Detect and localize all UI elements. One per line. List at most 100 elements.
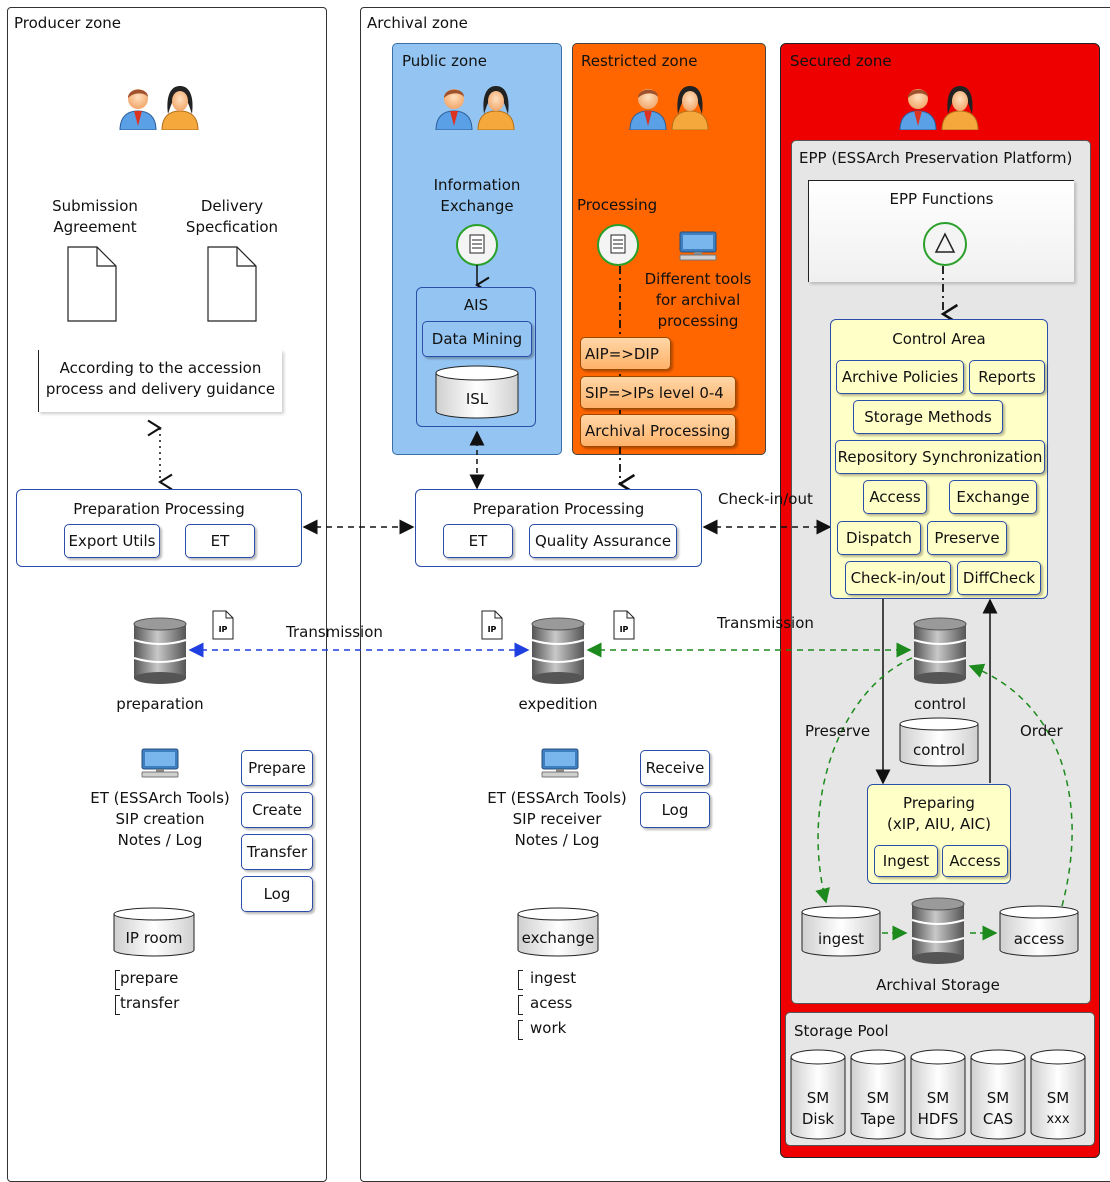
restricted-zone-label: Restricted zone <box>581 52 698 70</box>
preparation-database-icon <box>133 617 187 685</box>
access-button[interactable]: Access <box>942 845 1008 877</box>
room-item-ingest: ingest <box>530 969 577 987</box>
processing-icon <box>597 224 639 266</box>
ais-label: AIS <box>463 296 489 314</box>
room-item-prepare: prepare <box>120 969 179 987</box>
diffcheck-button[interactable]: DiffCheck <box>957 561 1041 595</box>
person-male-icon <box>119 88 157 130</box>
person-female-icon <box>161 85 199 130</box>
svg-text:IP: IP <box>488 625 497 634</box>
prepare-button[interactable]: Prepare <box>241 750 313 786</box>
ip-room-label: IP room <box>125 929 183 947</box>
room-item-transfer: transfer <box>120 994 180 1012</box>
repository-synchronization-button[interactable]: Repository Synchronization <box>835 440 1045 474</box>
room-item-acess: acess <box>530 994 573 1012</box>
check-in-out-button[interactable]: Check-in/out <box>845 561 951 595</box>
transfer-button[interactable]: Transfer <box>241 834 313 870</box>
check-in-out-label: Check-in/out <box>718 490 813 508</box>
preserve-button[interactable]: Preserve <box>927 521 1007 555</box>
preparation-db-label: preparation <box>116 695 204 713</box>
public-zone-label: Public zone <box>402 52 487 70</box>
control-db-label: control <box>914 695 966 713</box>
archival-zone-label: Archival zone <box>367 14 468 32</box>
archival-prep-title: Preparation Processing <box>472 500 645 518</box>
bracket <box>115 970 120 990</box>
person-male-icon <box>629 88 667 130</box>
control-cylinder: control <box>898 716 980 768</box>
person-female-icon <box>477 85 515 130</box>
preparing-label: Preparing(xIP, AIU, AIC) <box>887 794 991 833</box>
preparing-box: Preparing(xIP, AIU, AIC) Ingest Access <box>867 784 1011 884</box>
storage-methods-button[interactable]: Storage Methods <box>853 400 1003 434</box>
dispatch-button[interactable]: Dispatch <box>837 521 921 555</box>
receive-button[interactable]: Receive <box>640 750 710 786</box>
archival-processing-item[interactable]: Archival Processing <box>580 414 736 447</box>
control-cylinder-label: control <box>913 741 965 759</box>
access-cylinder: access <box>998 904 1080 958</box>
room-item-work: work <box>530 1019 567 1037</box>
svg-text:IP: IP <box>219 625 228 634</box>
archival-storage-database-icon <box>911 897 965 965</box>
epp-title: EPP (ESSArch Preservation Platform) <box>799 149 1073 167</box>
epp-functions-label: EPP Functions <box>889 190 994 208</box>
access-button[interactable]: Access <box>863 480 927 514</box>
aip-dip-item[interactable]: AIP=>DIP <box>580 337 671 370</box>
archive-policies-button[interactable]: Archive Policies <box>836 360 964 394</box>
exchange-button[interactable]: Exchange <box>949 480 1037 514</box>
control-database-icon <box>913 617 967 685</box>
access-db-label: access <box>1013 930 1065 948</box>
storage-pool-label: Storage Pool <box>794 1022 889 1040</box>
et-button[interactable]: ET <box>185 524 255 558</box>
bracket <box>518 970 523 990</box>
control-area: Control Area Archive Policies Reports St… <box>830 319 1048 599</box>
transmission-left-label: Transmission <box>286 623 383 641</box>
preserve-flow-label: Preserve <box>805 722 871 740</box>
et-button[interactable]: ET <box>443 524 513 558</box>
bracket <box>518 995 523 1015</box>
data-mining-button[interactable]: Data Mining <box>422 321 532 357</box>
log-button[interactable]: Log <box>241 876 313 912</box>
create-button[interactable]: Create <box>241 792 313 828</box>
export-utils-button[interactable]: Export Utils <box>64 524 160 558</box>
archival-storage-label: Archival Storage <box>876 976 1000 994</box>
person-female-icon <box>671 85 709 130</box>
order-flow-label: Order <box>1020 722 1063 740</box>
quality-assurance-button[interactable]: Quality Assurance <box>529 524 677 558</box>
computer-icon <box>141 748 179 778</box>
reports-button[interactable]: Reports <box>969 360 1045 394</box>
ingest-button[interactable]: Ingest <box>874 845 938 877</box>
person-female-icon <box>941 85 979 130</box>
ingest-db-label: ingest <box>817 930 865 948</box>
log-button[interactable]: Log <box>640 792 710 828</box>
archival-preparation-processing: Preparation Processing ET Quality Assura… <box>415 489 702 567</box>
ingest-cylinder: ingest <box>800 904 882 958</box>
ip-room-cylinder: IP room <box>112 906 196 958</box>
exchange-label: exchange <box>521 929 595 947</box>
sip-ips-item[interactable]: SIP=>IPs level 0-4 <box>580 376 736 409</box>
ip-document-icon: IP <box>481 610 503 640</box>
info-exchange-icon <box>456 224 498 266</box>
ip-document-icon: IP <box>212 610 234 640</box>
producer-zone-label: Producer zone <box>14 14 122 32</box>
person-male-icon <box>899 88 937 130</box>
ip-document-icon: IP <box>613 610 635 640</box>
transmission-right-label: Transmission <box>717 614 814 632</box>
submission-agreement-document-icon <box>67 246 117 322</box>
producer-prep-title: Preparation Processing <box>73 500 245 518</box>
control-area-label: Control Area <box>892 330 986 348</box>
